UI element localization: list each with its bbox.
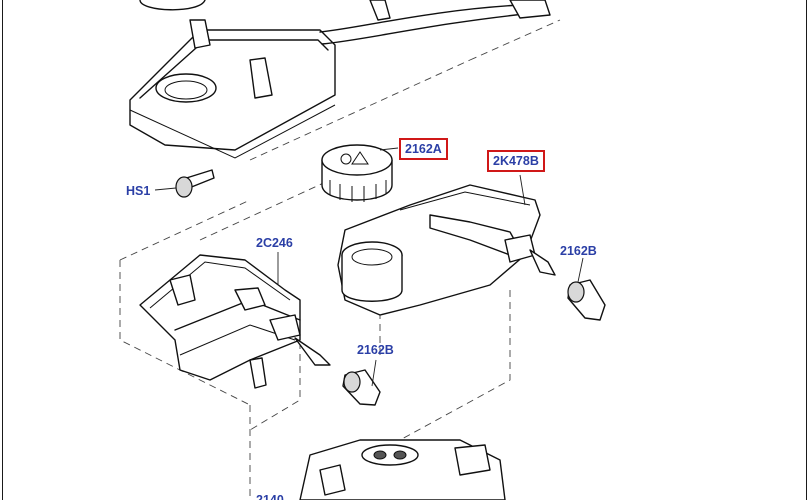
sensor-connector-2162b-center [342,359,381,406]
reservoir-2c246 [139,252,331,389]
top-reservoir [129,0,551,159]
sensor-connector-2162b-right [567,257,606,321]
label-2162b-center[interactable]: 2162B [357,343,394,357]
frame-right-border [806,0,807,500]
label-2c246[interactable]: 2C246 [256,236,293,250]
reservoir-cap-2162a [321,144,399,202]
label-2k478b[interactable]: 2K478B [487,150,545,172]
main-reservoir-2k478b [337,174,556,316]
label-bottom-partial[interactable]: 2140 [256,493,284,500]
master-cylinder-partial [299,439,506,500]
assembly-guide-lines [119,19,561,500]
hs1-screw [154,169,215,198]
label-2162b-right[interactable]: 2162B [560,244,597,258]
label-hs1[interactable]: HS1 [126,184,151,198]
frame-left-border [2,0,3,500]
label-2162a[interactable]: 2162A [399,138,448,160]
